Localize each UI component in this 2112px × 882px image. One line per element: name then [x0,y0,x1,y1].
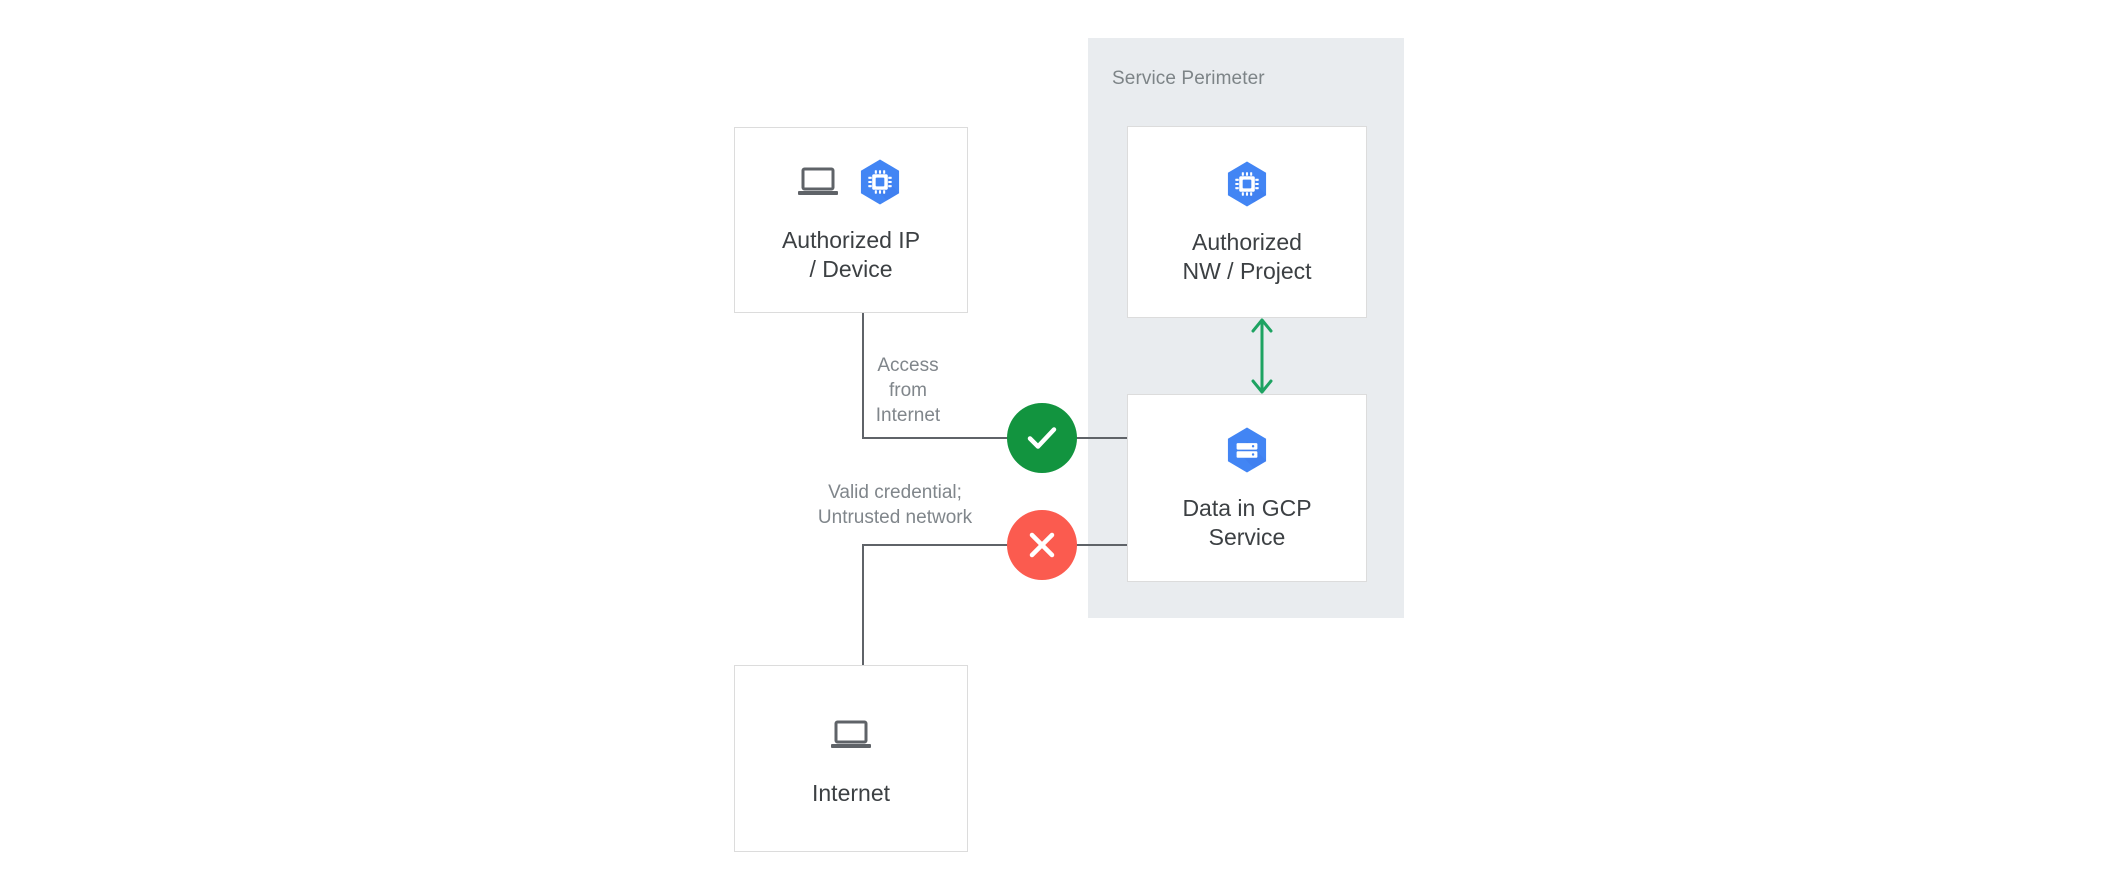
node-icon-row [1221,424,1273,480]
node-label: Authorized IP / Device [781,227,921,282]
node-label: Data in GCP Service [1182,495,1312,550]
edge-internal-double-arrow [1251,318,1273,394]
compute-engine-icon [854,156,906,213]
node-icon-row [829,709,873,765]
status-badge-allowed[interactable] [1007,403,1077,473]
edge-deny-line [862,544,1127,665]
node-authorized-ip-device[interactable]: Authorized IP / Device [734,127,968,313]
status-badge-denied[interactable] [1007,510,1077,580]
node-icon-row [796,156,906,212]
compute-engine-icon [1221,158,1273,215]
node-icon-row [1221,158,1273,214]
close-icon [1025,528,1059,562]
laptop-icon [796,165,840,204]
node-label: Authorized NW / Project [1182,229,1312,284]
edge-label-valid-credential-untrusted-network: Valid credential; Untrusted network [817,482,973,528]
node-authorized-nw-project[interactable]: Authorized NW / Project [1127,126,1367,318]
edge-label-access-from-internet: Access from Internet [875,355,941,426]
service-perimeter-label: Service Perimeter [1112,68,1265,89]
node-internet[interactable]: Internet [734,665,968,852]
check-icon [1023,419,1061,457]
node-label: Internet [812,780,890,806]
cloud-storage-icon [1221,424,1273,481]
laptop-icon [829,718,873,757]
node-data-in-gcp-service[interactable]: Data in GCP Service [1127,394,1367,582]
